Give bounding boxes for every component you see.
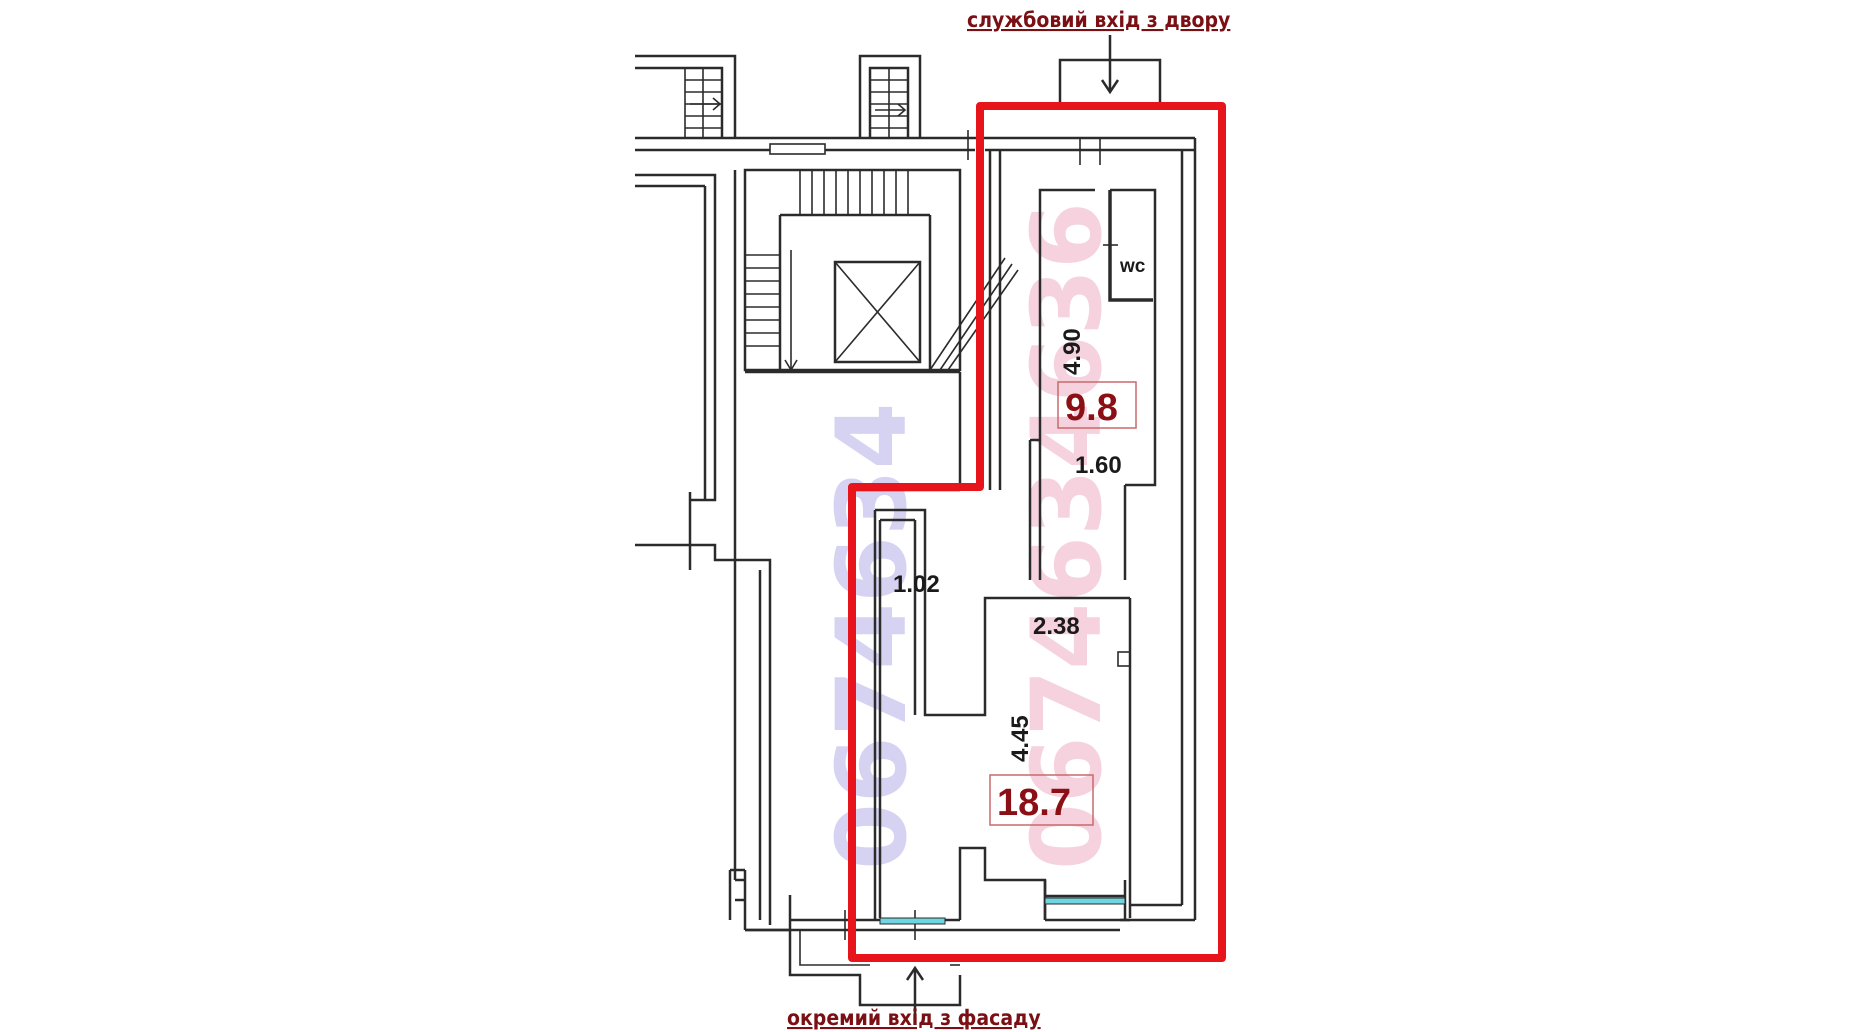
area-room1: 9.8 — [1065, 387, 1118, 429]
wc-label: wc — [1119, 256, 1146, 277]
area-box-room1 — [1057, 381, 1137, 429]
top-left-stair — [635, 54, 737, 139]
front-entrance-label: окремий вхід з фасаду — [787, 1006, 1041, 1030]
dimension-corridor-width: 1.02 — [893, 571, 940, 598]
watermark-left: 0674634 — [816, 402, 928, 870]
area-box-room2 — [989, 774, 1094, 826]
watermark-right: 0674634636 — [1011, 202, 1123, 870]
front-entrance-arrow-icon — [905, 965, 925, 1025]
dimension-room2-width: 2.38 — [1033, 613, 1080, 640]
dimension-room1-length: 4.90 — [1059, 328, 1086, 375]
rear-entrance-label: службовий вхід з двору — [967, 8, 1230, 32]
dimension-room2-length: 4.45 — [1007, 715, 1034, 762]
premises-highlight — [848, 102, 1226, 962]
area-room2: 18.7 — [997, 782, 1071, 824]
rear-entrance-arrow-icon — [1100, 35, 1120, 95]
top-middle-stair — [858, 54, 922, 138]
windows — [879, 897, 1126, 925]
dimension-room1-width: 1.60 — [1075, 452, 1122, 479]
